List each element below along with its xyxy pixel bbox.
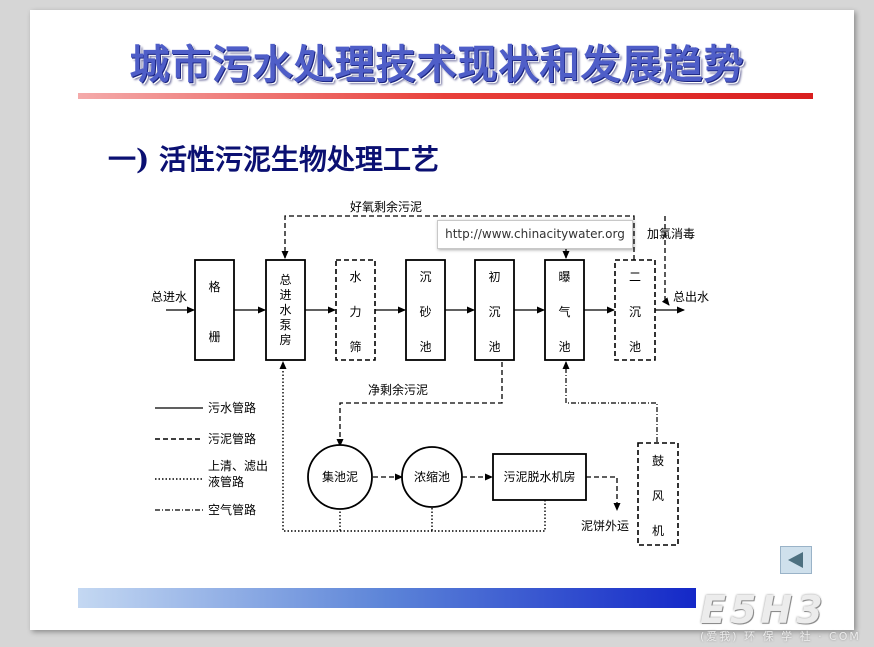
grit-char-0: 沉: [419, 270, 431, 284]
process-units: [194, 259, 587, 501]
chlorination-label: 加氯消毒: [647, 227, 695, 241]
unit-dewatering-room: [492, 453, 587, 501]
grille-char-0: 格: [208, 279, 220, 294]
unit-primary-clarifier: [474, 259, 515, 361]
pump-char-1: 进: [279, 288, 291, 302]
title-underline: [78, 93, 813, 99]
primary-char-0: 初: [488, 270, 500, 284]
pump-char-3: 泵: [279, 318, 291, 332]
pump-char-0: 总: [279, 273, 291, 287]
screen-char-0: 水: [349, 270, 361, 284]
legend-supernatant-line2: 液管路: [208, 474, 244, 489]
grit-char-1: 砂: [419, 305, 431, 319]
legend: 污水管路 污泥管路 上清、滤出 液管路 空气管路: [155, 400, 268, 517]
aeration-char-0: 曝: [558, 270, 570, 284]
unit-blower: [637, 442, 679, 546]
tank-thickener: [401, 446, 463, 508]
cake-out-label: 泥饼外运: [581, 519, 629, 533]
primary-char-2: 池: [488, 340, 500, 354]
thickener-label: 浓缩池: [414, 469, 450, 484]
aeration-char-1: 气: [558, 304, 570, 319]
watermark-small: (爱我) 环 保 学 社 · COM: [700, 630, 861, 643]
grit-char-2: 池: [419, 340, 431, 354]
watermark-big: E5H3: [700, 588, 827, 632]
unit-secondary-clarifier: [614, 259, 656, 361]
url-tooltip: http://www.chinacitywater.org: [437, 220, 633, 249]
primary-char-1: 沉: [488, 305, 500, 319]
sludge-unit-labels: 集池泥 浓缩池 污泥脱水机房: [322, 469, 576, 484]
dewatering-label: 污泥脱水机房: [503, 469, 575, 484]
screen-char-1: 力: [349, 305, 361, 319]
secondary-char-2: 池: [629, 340, 641, 354]
sludge-tanks: [307, 444, 463, 510]
blower-char-1: 风: [652, 489, 664, 503]
net-excess-sludge-label: 净剩余污泥: [368, 382, 428, 397]
outlet-label: 总出水: [673, 290, 709, 304]
screen-char-2: 筛: [349, 339, 361, 354]
footer-bar: [78, 588, 696, 608]
collection-tank-label: 集池泥: [322, 469, 358, 484]
grille-char-1: 栅: [208, 329, 220, 344]
dashed-units: [335, 259, 679, 546]
inlet-label: 总进水: [151, 290, 187, 304]
unit-grit-tank: [405, 259, 446, 361]
pump-char-4: 房: [279, 332, 291, 347]
pump-char-2: 水: [279, 303, 291, 317]
air-line: [562, 361, 658, 442]
legend-sludge: 污泥管路: [208, 431, 256, 446]
flow-annotations: 总进水 总出水 好氧剩余污泥 加氯消毒 净剩余污泥 泥饼外运: [151, 199, 709, 533]
unit-aeration-tank: [544, 259, 585, 361]
secondary-char-1: 沉: [629, 305, 641, 319]
slide-title: 城市污水处理技术现状和发展趋势: [129, 42, 745, 88]
legend-sewage: 污水管路: [208, 400, 256, 415]
slide-subtitle: 一) 活性污泥生物处理工艺: [108, 143, 439, 176]
back-button[interactable]: [780, 546, 812, 574]
legend-air: 空气管路: [208, 502, 256, 517]
blower-char-0: 鼓: [652, 454, 664, 468]
watermark-logo: E5H3 (爱我) 环 保 学 社 · COM: [700, 588, 870, 644]
aerobic-sludge-label: 好氧剩余污泥: [350, 199, 422, 214]
aeration-char-2: 池: [558, 340, 570, 354]
secondary-char-0: 二: [629, 270, 641, 284]
unit-hydraulic-screen: [335, 259, 376, 361]
blower-char-2: 机: [652, 524, 664, 538]
unit-grille: [194, 259, 235, 361]
legend-supernatant-line1: 上清、滤出: [208, 459, 268, 473]
unit-pump-house: [265, 259, 306, 361]
supernatant-lines: [279, 361, 546, 532]
triangle-left-icon: [788, 552, 803, 568]
unit-labels: 格 栅 总 进 水 泵 房 水 力 筛 沉 砂 池 初 沉 池 曝 气 池 二 …: [208, 270, 664, 538]
tank-collection: [307, 444, 373, 510]
